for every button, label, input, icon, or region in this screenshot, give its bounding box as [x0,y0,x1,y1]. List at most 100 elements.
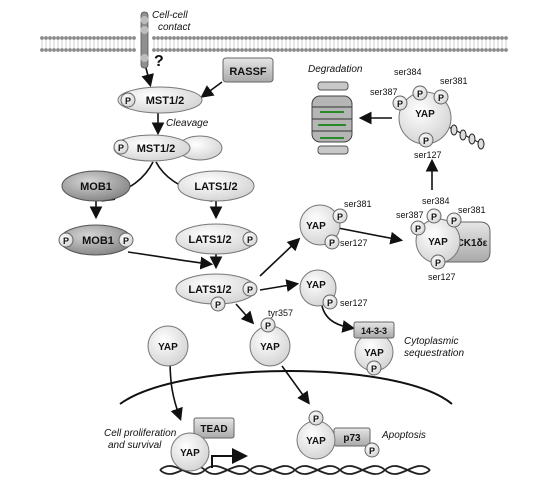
phospho-p-ck1-387 [410,220,426,236]
phospho-p-ck1-387-label: P [415,224,421,234]
proliferation-label-2: and survival [108,440,162,451]
phospho-p-ck1-381 [446,212,462,228]
phospho-p-mst-label: P [125,96,131,106]
lats-active-node: LATS1/2 P P [175,273,258,312]
mob1-label: MOB1 [80,181,112,193]
phospho-p-1433 [366,360,382,376]
phospho-p-ub-387 [392,95,408,111]
phospho-p-ub-387-label: P [397,99,403,109]
arrow-mob1-to-lats [127,251,214,270]
mst-phospho-node: MST1/2 P [117,86,203,114]
ubiquitin-2 [459,129,467,141]
lats-node: LATS1/2 [177,170,255,202]
proliferation-label-1: Cell proliferation [104,428,177,439]
phospho-p-ck1-127-label: P [435,258,441,268]
mob1-phospho-node: MOB1 P P [58,224,134,256]
arrow-contact-to-mst [141,67,154,88]
yap-p73-label: YAP [306,436,326,447]
site-ser127-b: ser127 [340,298,368,308]
yap-ser127-node: YAP P [299,269,338,310]
phospho-p-ser127-a-label: P [329,238,335,248]
phospho-p-ub-127-label: P [423,136,429,146]
yap-tyr357-node: YAP P [249,317,291,367]
ubiquitin-4 [477,138,485,150]
arrow-rassf-to-mst [200,81,223,98]
cyto-seq-label-2: sequestration [404,348,464,359]
ck1-label: CK1δε [457,238,488,249]
phospho-p-mst-cleaved-label: P [118,143,124,153]
degradation-label: Degradation [308,64,363,75]
phospho-p-lats-active-right-label: P [247,285,253,295]
mst-cleaved-label: MST1/2 [137,143,176,155]
cell-contact-label-2: contact [158,22,191,33]
nuclear-envelope [119,370,453,405]
arrow-lats-to-yaptyr [235,303,255,325]
phospho-p-tyr357 [260,317,276,333]
phospho-p-lats-active-bottom-label: P [215,300,221,310]
site-tyr357: tyr357 [268,308,293,318]
phospho-p-mst-cleaved [113,139,129,155]
tead-label: TEAD [200,424,227,435]
plasma-membrane [40,36,510,52]
phospho-p-ck1-384 [426,208,442,224]
yap-tead-label: YAP [180,448,200,459]
protein-1433-box [353,321,395,339]
phospho-p-ser127-b [322,294,338,310]
phospho-p-ub-127 [418,132,434,148]
p73-label: p73 [343,433,361,444]
yap-free-label: YAP [158,342,178,353]
mob1-phospho-label: MOB1 [82,235,114,247]
phospho-p-1433-label: P [371,364,377,374]
phospho-p-ser127-b-label: P [327,298,333,308]
yap-ser381-label: YAP [306,221,326,232]
arrow-yap-to-tead [169,357,183,422]
phospho-p-ub-381 [433,89,449,105]
site-ser387-a: ser387 [370,87,398,97]
dna-helix [159,465,431,475]
cyto-seq-label-1: Cytoplasmic [404,336,458,347]
membrane-receptor [140,11,149,69]
phospho-p-yap-p73-label: P [313,414,319,424]
arrow-lats-to-yap381 [259,237,301,277]
question-mark: ? [154,53,164,70]
phospho-p-tyr357-label: P [265,321,271,331]
phospho-p-ub-384-label: P [417,89,423,99]
transcription-arrow [211,448,248,468]
yap-free-node: YAP [147,325,189,367]
site-ser127-c: ser127 [428,272,456,282]
phospho-p-ser381-a [332,208,348,224]
phospho-p-lats-active-bottom [210,296,226,312]
phospho-p-mob1-left-label: P [63,236,69,246]
p73-complex-node: p73 YAP P P [296,410,380,460]
mst-cleaved-node: MST1/2 P [113,134,223,162]
proteasome-icon [311,81,353,155]
arrow-yap381-to-ck1 [337,227,404,245]
site-ser127-a: ser127 [340,238,368,248]
phospho-p-ck1-127 [430,254,446,270]
phospho-p-ck1-384-label: P [431,212,437,222]
phospho-p-ub-384 [412,85,428,101]
protein-1433-label: 14-3-3 [361,326,387,336]
phospho-p-ck1-381-label: P [451,216,457,226]
yap-ck1-label: YAP [428,237,448,248]
phospho-p-ser127-a [324,234,340,250]
lats-phospho-node: LATS1/2 P [175,223,258,255]
complex-1433-node: YAP 14-3-3 P [353,321,395,376]
site-ser381-a: ser381 [344,199,372,209]
tead-complex-node: TEAD YAP [170,417,235,472]
ubiquitin-3 [468,133,476,145]
phospho-p-yap-p73 [308,410,324,426]
yap-ub-label: YAP [415,109,435,120]
mst-phospho-label: MST1/2 [146,95,185,107]
yap-tyr357-label: YAP [260,342,280,353]
yap-1433-label: YAP [364,348,384,359]
phospho-p-lats-label: P [247,235,253,245]
phospho-p-lats-active-right [242,281,258,297]
rassf-box: RASSF [222,57,274,83]
arrow-lats-to-yap127 [259,279,300,292]
apoptosis-label: Apoptosis [381,430,426,441]
yap-ubiquitinated-node: YAP P P P P [392,85,485,150]
phospho-p-ub-381-label: P [438,93,444,103]
mob1-node: MOB1 [61,170,131,202]
